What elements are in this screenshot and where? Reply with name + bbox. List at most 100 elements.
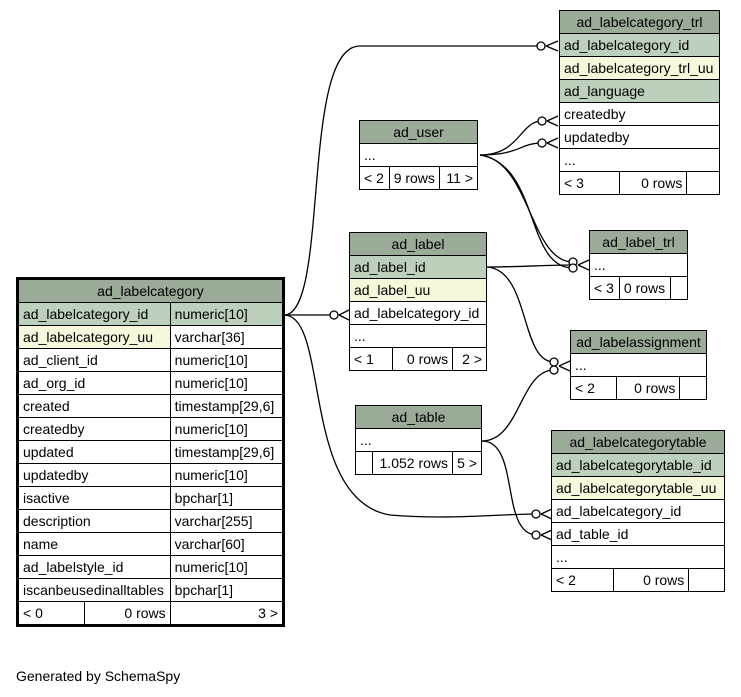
parents-link[interactable]: < 2 — [551, 568, 614, 592]
cardinality-circle — [537, 138, 547, 148]
generated-by-footer: Generated by SchemaSpy — [16, 668, 181, 684]
parents-link[interactable]: < 3 — [589, 276, 620, 300]
cardinality-circle — [568, 263, 578, 273]
column-name[interactable]: ad_labelcategory_id — [559, 33, 720, 57]
edge-user-trl-updatedby — [479, 142, 543, 156]
row-count: 0 rows — [392, 347, 454, 371]
column-name[interactable]: ... — [570, 353, 707, 377]
parents-link[interactable]: < 0 — [18, 601, 85, 625]
parents-link[interactable]: < 3 — [559, 171, 620, 195]
table-title[interactable]: ad_table — [355, 405, 482, 429]
cardinality-circle — [549, 365, 559, 375]
table-ad-labelcategory-trl[interactable]: ad_labelcategory_trl ad_labelcategory_id… — [559, 10, 720, 195]
crowfoot — [545, 40, 559, 52]
column-type: numeric[10] — [169, 302, 284, 326]
column-type: varchar[36] — [169, 325, 284, 349]
row-count: 0 rows — [615, 376, 681, 400]
column-name[interactable]: ad_labelcategory_uu — [18, 325, 171, 349]
crowfoot — [540, 508, 553, 520]
column-name[interactable]: ... — [559, 148, 720, 172]
column-name[interactable]: ad_labelcategorytable_uu — [551, 476, 725, 500]
table-title[interactable]: ad_labelcategory — [18, 279, 283, 303]
table-title[interactable]: ad_labelcategorytable — [551, 430, 725, 454]
column-name[interactable]: ... — [551, 545, 725, 569]
children-link — [669, 276, 689, 300]
column-name[interactable]: iscanbeusedinalltables — [18, 578, 171, 602]
column-name[interactable]: ad_org_id — [18, 371, 171, 395]
cardinality-circle — [531, 509, 541, 519]
edge-table-labelassignment — [481, 369, 555, 442]
cardinality-circle — [329, 310, 339, 320]
column-name[interactable]: ad_labelcategory_trl_uu — [559, 56, 720, 80]
table-title[interactable]: ad_labelcategory_trl — [559, 10, 720, 34]
table-title[interactable]: ad_label — [349, 232, 487, 256]
column-name[interactable]: updated — [18, 440, 171, 464]
table-ad-label[interactable]: ad_label ad_label_id ad_label_uu ad_labe… — [348, 232, 487, 371]
table-title[interactable]: ad_user — [359, 120, 478, 144]
column-name[interactable]: ad_labelcategory_id — [349, 301, 487, 325]
parents-link[interactable]: < 2 — [570, 376, 617, 400]
column-name[interactable]: description — [18, 509, 171, 533]
edge-user-labeltrl-2 — [479, 154, 574, 269]
column-name[interactable]: isactive — [18, 486, 171, 510]
column-name[interactable]: ... — [589, 253, 688, 277]
column-name[interactable]: createdby — [559, 102, 720, 126]
edge-table-labelcategorytable — [481, 440, 537, 536]
edge-user-trl-createdby — [479, 120, 543, 156]
row-count: 0 rows — [612, 568, 690, 592]
edge-labelcategory-trl — [283, 45, 541, 316]
column-type: numeric[10] — [169, 417, 284, 441]
children-link[interactable]: 3 > — [169, 601, 284, 625]
column-name[interactable]: created — [18, 394, 171, 418]
column-name[interactable]: ad_labelstyle_id — [18, 555, 171, 579]
column-name[interactable]: ad_labelcategory_id — [551, 499, 725, 523]
cardinality-circle — [537, 116, 547, 126]
table-title[interactable]: ad_labelassignment — [570, 330, 707, 354]
column-type: numeric[10] — [169, 348, 284, 372]
edge-label-labeltrl — [486, 264, 574, 268]
parents-link[interactable]: < 1 — [348, 347, 394, 371]
column-name[interactable]: ad_client_id — [18, 348, 171, 372]
row-count: 0 rows — [83, 601, 171, 625]
column-type: varchar[60] — [169, 532, 284, 556]
column-name[interactable]: createdby — [18, 417, 171, 441]
column-name[interactable]: ad_labelcategory_id — [18, 302, 171, 326]
row-count: 1.052 rows — [372, 451, 453, 475]
column-name[interactable]: updatedby — [559, 125, 720, 149]
column-name[interactable]: ad_table_id — [551, 522, 725, 546]
column-type: numeric[10] — [169, 463, 284, 487]
table-ad-label-trl[interactable]: ad_label_trl ... < 3 0 rows — [589, 230, 689, 300]
column-type: numeric[10] — [169, 371, 284, 395]
table-ad-labelassignment[interactable]: ad_labelassignment ... < 2 0 rows — [570, 330, 707, 400]
crowfoot — [540, 529, 553, 541]
edge-labelcategory-labelcategorytable — [283, 314, 537, 518]
column-type: varchar[255] — [169, 509, 284, 533]
edge-label-labelassignment — [486, 266, 555, 363]
children-link — [688, 568, 725, 592]
children-link[interactable]: 2 > — [452, 347, 487, 371]
cardinality-circle — [531, 530, 541, 540]
table-ad-user[interactable]: ad_user ... < 2 9 rows 11 > — [359, 120, 479, 190]
cardinality-circle — [549, 357, 559, 367]
children-link[interactable]: 11 > — [438, 166, 479, 190]
parents-link[interactable]: < 2 — [359, 166, 390, 190]
table-title[interactable]: ad_label_trl — [589, 230, 688, 254]
children-link[interactable]: 5 > — [452, 451, 482, 475]
table-ad-labelcategorytable[interactable]: ad_labelcategorytable ad_labelcategoryta… — [551, 430, 725, 592]
crowfoot — [558, 360, 571, 372]
column-name[interactable]: ... — [355, 428, 482, 452]
column-name[interactable]: ad_label_id — [349, 255, 487, 279]
column-name[interactable]: ad_label_uu — [349, 278, 487, 302]
column-type: bpchar[1] — [169, 486, 284, 510]
row-count: 0 rows — [618, 276, 671, 300]
column-name[interactable]: name — [18, 532, 171, 556]
column-type: timestamp[29,6] — [169, 394, 284, 418]
column-name[interactable]: ad_language — [559, 79, 720, 103]
column-name[interactable]: ... — [359, 143, 478, 167]
column-name[interactable]: ad_labelcategorytable_id — [551, 453, 725, 477]
column-name[interactable]: ... — [349, 324, 487, 348]
table-ad-table[interactable]: ad_table ... 1.052 rows 5 > — [354, 405, 482, 475]
column-name[interactable]: updatedby — [18, 463, 171, 487]
